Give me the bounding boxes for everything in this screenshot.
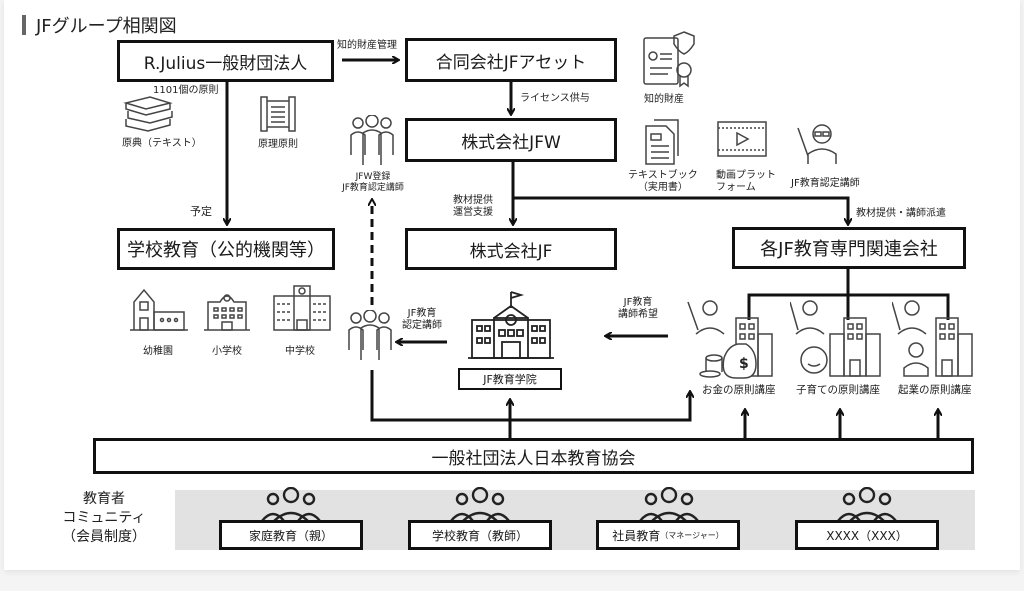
community-group-employee-label: 社員教育 xyxy=(612,528,661,543)
community-group-other-label: XXXX（XXX） xyxy=(826,528,908,543)
community-title-line2: コミュニティ xyxy=(62,510,146,526)
community-group-family: 家庭教育（親） xyxy=(219,520,363,550)
label-video-line1: 動画プラット xyxy=(716,170,776,181)
community-title: 教育者 コミュニティ （会員制度） xyxy=(58,490,150,547)
label-material-support-line1: 教材提供 xyxy=(453,195,493,206)
label-certified-teacher: JF教育 認定講師 xyxy=(402,308,442,332)
node-association: 一般社団法人日本教育協会 xyxy=(93,438,974,474)
svg-text:$: $ xyxy=(739,356,749,372)
community-group-icon xyxy=(450,487,510,521)
label-1101-principles: 1101個の原則 xyxy=(153,85,219,96)
edge-association-loop xyxy=(370,370,690,422)
community-group-icon xyxy=(261,487,321,521)
node-jf: 株式会社JF xyxy=(405,228,617,270)
academy-building-icon xyxy=(468,291,554,359)
label-teacher-wish-line2: 講師希望 xyxy=(618,309,658,320)
elementary-school-icon xyxy=(204,294,250,331)
course-money: $ xyxy=(686,298,790,382)
label-textbook: テキストブック （実用書） xyxy=(628,170,698,194)
label-material-support-line2: 運営支援 xyxy=(453,207,493,218)
community-group-other: XXXX（XXX） xyxy=(795,520,939,550)
label-textbook-line1: テキストブック xyxy=(628,170,698,181)
label-jfw-reg-line2: JF教育認定講師 xyxy=(342,183,404,193)
video-platform-icon xyxy=(717,121,767,157)
label-elementary-school: 小学校 xyxy=(212,346,242,357)
community-group-school-label: 学校教育（教師） xyxy=(431,528,528,543)
label-middle-school: 中学校 xyxy=(285,346,315,357)
title-accent-bar xyxy=(22,15,26,35)
community-group-family-label: 家庭教育（親） xyxy=(248,528,333,543)
certified-teachers-group-icon xyxy=(348,310,392,360)
community-title-line3: （会員制度） xyxy=(62,529,146,545)
label-video-platform: 動画プラット フォーム xyxy=(716,170,776,194)
group-people-icon xyxy=(350,115,394,165)
teacher-icon xyxy=(797,124,837,164)
community-group-icon xyxy=(837,487,897,521)
label-course-business: 起業の原則講座 xyxy=(898,384,972,396)
label-license: ライセンス供与 xyxy=(520,93,590,104)
community-title-line1: 教育者 xyxy=(83,491,125,507)
node-jf-asset: 合同会社JFアセット xyxy=(405,38,617,82)
label-material-dispatch: 教材提供・講師派遣 xyxy=(856,208,946,219)
node-school-public: 学校教育（公的機関等） xyxy=(117,228,335,270)
label-ip-management: 知的財産管理 xyxy=(337,40,397,51)
label-scripture: 原典（テキスト） xyxy=(122,138,202,149)
node-jf-academy: JF教育学院 xyxy=(458,368,562,390)
course-parenting xyxy=(789,298,890,382)
label-jfw-reg-line1: JFW登録 xyxy=(355,172,391,182)
money-bag-icon: $ xyxy=(687,300,773,379)
middle-school-icon xyxy=(273,285,331,331)
label-textbook-line2: （実用書） xyxy=(637,182,688,193)
community-group-employee: 社員教育（マネージャー） xyxy=(596,520,740,550)
label-video-line2: フォーム xyxy=(716,182,756,193)
label-teacher-wish-line1: JF教育 xyxy=(623,297,653,308)
textbook-icon xyxy=(645,119,679,165)
baby-icon xyxy=(789,300,881,377)
label-teacher-wish: JF教育 講師希望 xyxy=(618,297,658,321)
label-intellectual-property: 知的財産 xyxy=(644,94,684,105)
label-planned: 予定 xyxy=(190,205,212,218)
books-icon xyxy=(123,96,173,132)
node-jfw: 株式会社JFW xyxy=(405,118,617,162)
community-group-employee-sublabel: （マネージャー） xyxy=(660,530,724,540)
course-business xyxy=(891,298,1002,382)
label-course-parenting: 子育ての原則講座 xyxy=(796,384,880,396)
label-kindergarten: 幼稚園 xyxy=(143,346,173,357)
node-related-companies: 各JF教育専門関連会社 xyxy=(732,227,966,269)
label-certified-teacher-line1: JF教育 xyxy=(407,308,437,319)
community-group-school: 学校教育（教師） xyxy=(408,520,552,550)
label-principles: 原理原則 xyxy=(258,139,298,150)
intellectual-property-icon xyxy=(643,31,695,88)
label-material-support: 教材提供 運営支援 xyxy=(453,195,493,219)
kindergarten-icon xyxy=(130,288,188,331)
label-certified-teacher-line2: 認定講師 xyxy=(402,320,442,331)
scroll-icon xyxy=(260,96,296,132)
edge-jfw-related xyxy=(513,196,848,224)
label-jf-certified-teacher: JF教育認定講師 xyxy=(791,178,860,189)
label-course-money: お金の原則講座 xyxy=(702,384,776,396)
page-title: JFグループ相関図 xyxy=(36,16,177,37)
community-group-icon xyxy=(639,487,699,521)
node-julius-foundation: R.Julius一般財団法人 xyxy=(117,40,334,82)
label-jfw-registered: JFW登録 JF教育認定講師 xyxy=(340,172,406,194)
businessman-icon xyxy=(891,300,973,377)
